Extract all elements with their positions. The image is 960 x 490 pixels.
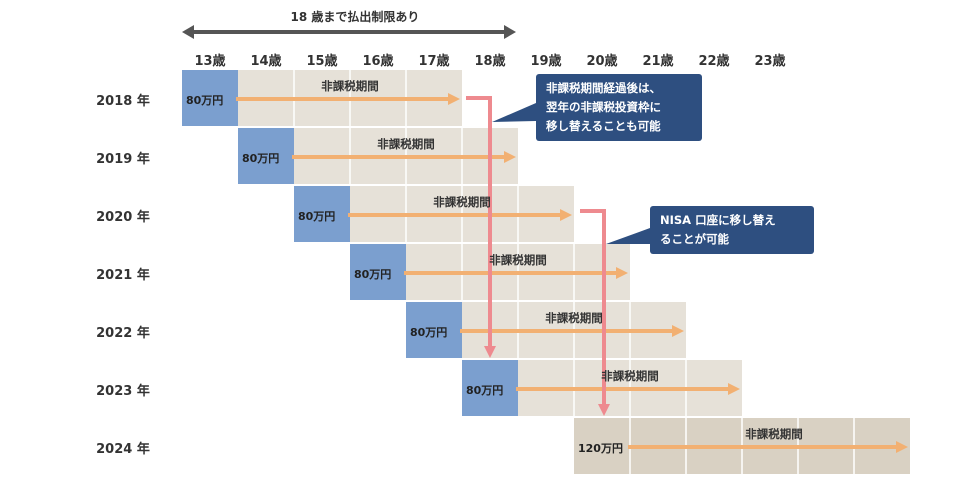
- rollover-arrow-2-head: [598, 404, 610, 416]
- age-label: 19歳: [530, 54, 562, 69]
- period-label: 非課税期間: [433, 195, 491, 209]
- year-label: 2023 年: [96, 384, 150, 399]
- amount-box: [182, 70, 238, 126]
- age-label: 21歳: [642, 54, 674, 69]
- rollover-callout-2: NISA 口座に移し替え ることが可能: [650, 206, 814, 254]
- callout-1-line-2: 翌年の非課税投資枠に: [546, 100, 661, 114]
- period-arrow-head: [616, 267, 628, 279]
- withdrawal-limit-label: 18 歳まで払出制限あり: [290, 10, 420, 24]
- callout-2-pointer: [606, 228, 650, 244]
- amount-label: 80万円: [354, 268, 392, 281]
- period-arrow-head: [896, 441, 908, 453]
- rollover-arrow-2-line: [580, 209, 606, 406]
- limit-arrow-head-left: [182, 25, 194, 39]
- amount-label: 80万円: [298, 210, 336, 223]
- age-label: 16歳: [362, 54, 394, 69]
- year-label: 2021 年: [96, 268, 150, 283]
- age-label: 15歳: [306, 54, 338, 69]
- period-arrow-head: [728, 383, 740, 395]
- age-label: 17歳: [418, 54, 450, 69]
- amount-label: 120万円: [578, 442, 623, 455]
- year-label: 2018 年: [96, 94, 150, 109]
- period-label: 非課税期間: [545, 311, 603, 325]
- callout-1-pointer: [492, 103, 536, 122]
- amount-box: [574, 418, 630, 474]
- amount-label: 80万円: [186, 94, 224, 107]
- period-label: 非課税期間: [601, 369, 659, 383]
- age-label: 13歳: [194, 54, 226, 69]
- period-label: 非課税期間: [489, 253, 547, 267]
- age-label: 18歳: [474, 54, 506, 69]
- year-label: 2020 年: [96, 210, 150, 225]
- callout-1-line-3: 移し替えることも可能: [546, 119, 661, 133]
- period-arrow-head: [560, 209, 572, 221]
- period-arrow-head: [504, 151, 516, 163]
- period-label: 非課税期間: [745, 427, 803, 441]
- rollover-arrow-1-head: [484, 346, 496, 358]
- amount-box: [406, 302, 462, 358]
- age-label: 23歳: [754, 54, 786, 69]
- callout-1-line-1: 非課税期間経過後は、: [546, 81, 661, 95]
- callout-2-line-2: ることが可能: [660, 232, 729, 246]
- callout-2-line-1: NISA 口座に移し替え: [660, 213, 776, 227]
- age-label: 14歳: [250, 54, 282, 69]
- year-label: 2022 年: [96, 326, 150, 341]
- amount-box: [462, 360, 518, 416]
- amount-label: 80万円: [410, 326, 448, 339]
- period-label: 非課税期間: [321, 79, 379, 93]
- rollover-callout-1: 非課税期間経過後は、 翌年の非課税投資枠に 移し替えることも可能: [536, 74, 702, 141]
- amount-label: 80万円: [466, 384, 504, 397]
- period-label: 非課税期間: [377, 137, 435, 151]
- amount-box: [350, 244, 406, 300]
- amount-box: [238, 128, 294, 184]
- period-arrow-head: [448, 93, 460, 105]
- year-label: 2019 年: [96, 152, 150, 167]
- period-arrow-head: [672, 325, 684, 337]
- year-label: 2024 年: [96, 442, 150, 457]
- rollover-arrow-1-line: [466, 96, 492, 348]
- limit-arrow-head-right: [504, 25, 516, 39]
- age-label: 22歳: [698, 54, 730, 69]
- amount-box: [294, 186, 350, 242]
- age-label: 20歳: [586, 54, 618, 69]
- amount-label: 80万円: [242, 152, 280, 165]
